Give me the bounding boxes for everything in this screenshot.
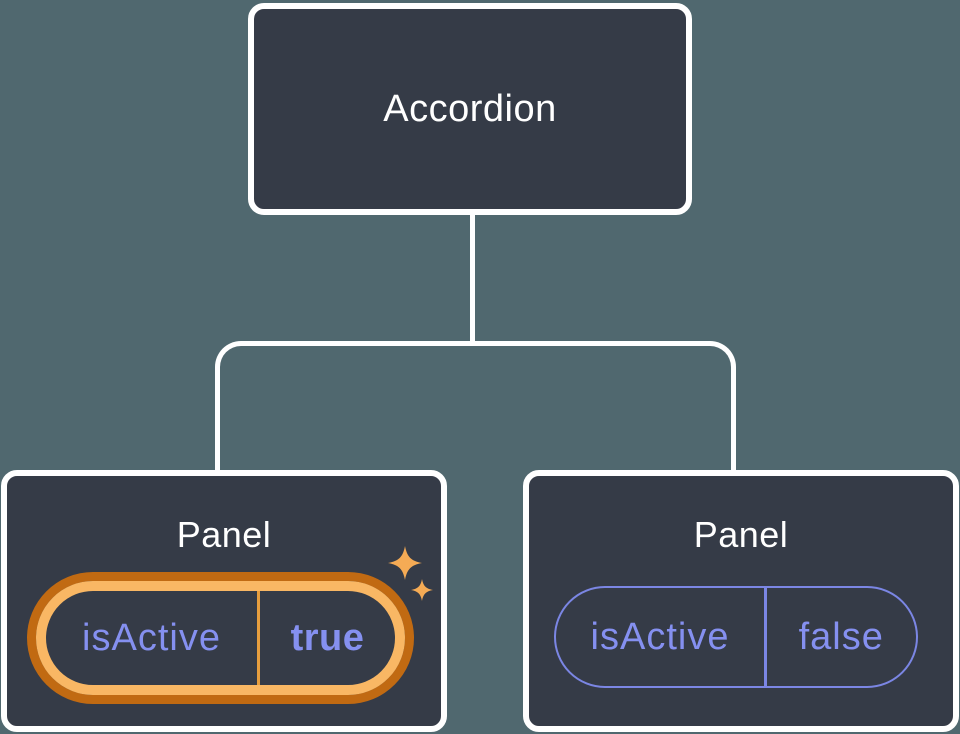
accordion-node-title: Accordion	[383, 88, 557, 130]
prop-name: isActive	[82, 616, 221, 659]
prop-name: isActive	[590, 615, 730, 658]
connector-stem	[470, 210, 475, 345]
pill-divider	[764, 588, 767, 686]
panel-node-title: Panel	[693, 514, 789, 555]
prop-pill-active: isActive true	[36, 581, 405, 695]
accordion-node: Accordion	[248, 3, 692, 215]
prop-value: true	[290, 616, 365, 659]
panel-node-active: Panel isActive true	[1, 470, 447, 732]
connector-branch	[215, 341, 736, 470]
sparkle-icon	[411, 579, 433, 601]
panel-node-title: Panel	[176, 514, 272, 555]
pill-divider	[257, 591, 260, 685]
prop-pill-inactive: isActive false	[554, 586, 918, 688]
prop-value: false	[798, 615, 884, 658]
sparkle-icon	[388, 546, 422, 580]
panel-node-inactive: Panel isActive false	[523, 470, 959, 732]
